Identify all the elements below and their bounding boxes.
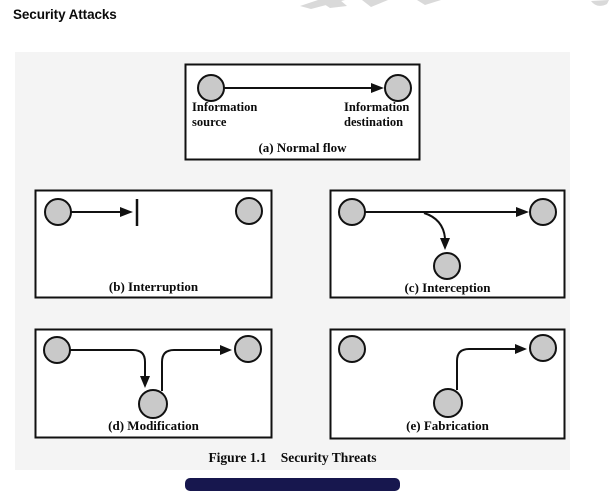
information-destination-label: Information destination — [344, 100, 410, 129]
intercept-branch-line — [423, 212, 446, 239]
figure-title: Security Threats — [280, 450, 377, 465]
flow-arrow-head — [371, 83, 384, 93]
destination-node — [529, 198, 557, 226]
destination-node — [234, 335, 262, 363]
caption-interruption: (b) Interruption — [108, 279, 199, 294]
destination-node — [384, 74, 412, 102]
destination-node — [235, 197, 263, 225]
box-a-normal-flow — [184, 63, 421, 161]
fabrication-head — [515, 344, 527, 354]
intercept-branch-head — [440, 238, 450, 250]
modifier-node — [138, 389, 168, 419]
box-d-outline — [34, 328, 273, 439]
caption-normal-flow: (a) Normal flow — [258, 140, 347, 155]
to-modifier-head — [140, 376, 150, 388]
information-source-label: Information source — [192, 100, 258, 129]
from-modifier-line — [161, 349, 221, 391]
watermark-fragments — [300, 0, 609, 9]
box-e-outline — [329, 328, 566, 440]
box-b-interruption — [34, 189, 273, 299]
box-c-interception — [329, 189, 566, 299]
caption-modification: (d) Modification — [108, 418, 199, 433]
source-node — [338, 198, 366, 226]
destination-node — [529, 334, 557, 362]
to-modifier-line — [70, 349, 146, 377]
box-d-modification — [34, 328, 273, 439]
page-title: Security Attacks — [13, 7, 117, 22]
box-b-outline — [34, 189, 273, 299]
box-a-outline — [184, 63, 421, 161]
caption-fabrication: (e) Fabrication — [406, 418, 489, 433]
bottom-bar — [185, 478, 400, 491]
interrupted-arrow-head — [120, 207, 133, 217]
source-node — [197, 74, 225, 102]
source-node — [44, 198, 72, 226]
from-modifier-head — [220, 345, 232, 355]
interceptor-node — [433, 252, 461, 280]
fabrication-line — [456, 348, 516, 390]
flow-arrow-head — [516, 207, 529, 217]
source-node — [338, 335, 366, 363]
source-node — [43, 336, 71, 364]
figure-caption: Figure 1.1 Security Threats — [15, 450, 570, 466]
caption-interception: (c) Interception — [404, 280, 491, 295]
box-e-fabrication — [329, 328, 566, 440]
figure-label: Figure 1.1 — [208, 450, 267, 465]
fabricator-node — [433, 388, 463, 418]
